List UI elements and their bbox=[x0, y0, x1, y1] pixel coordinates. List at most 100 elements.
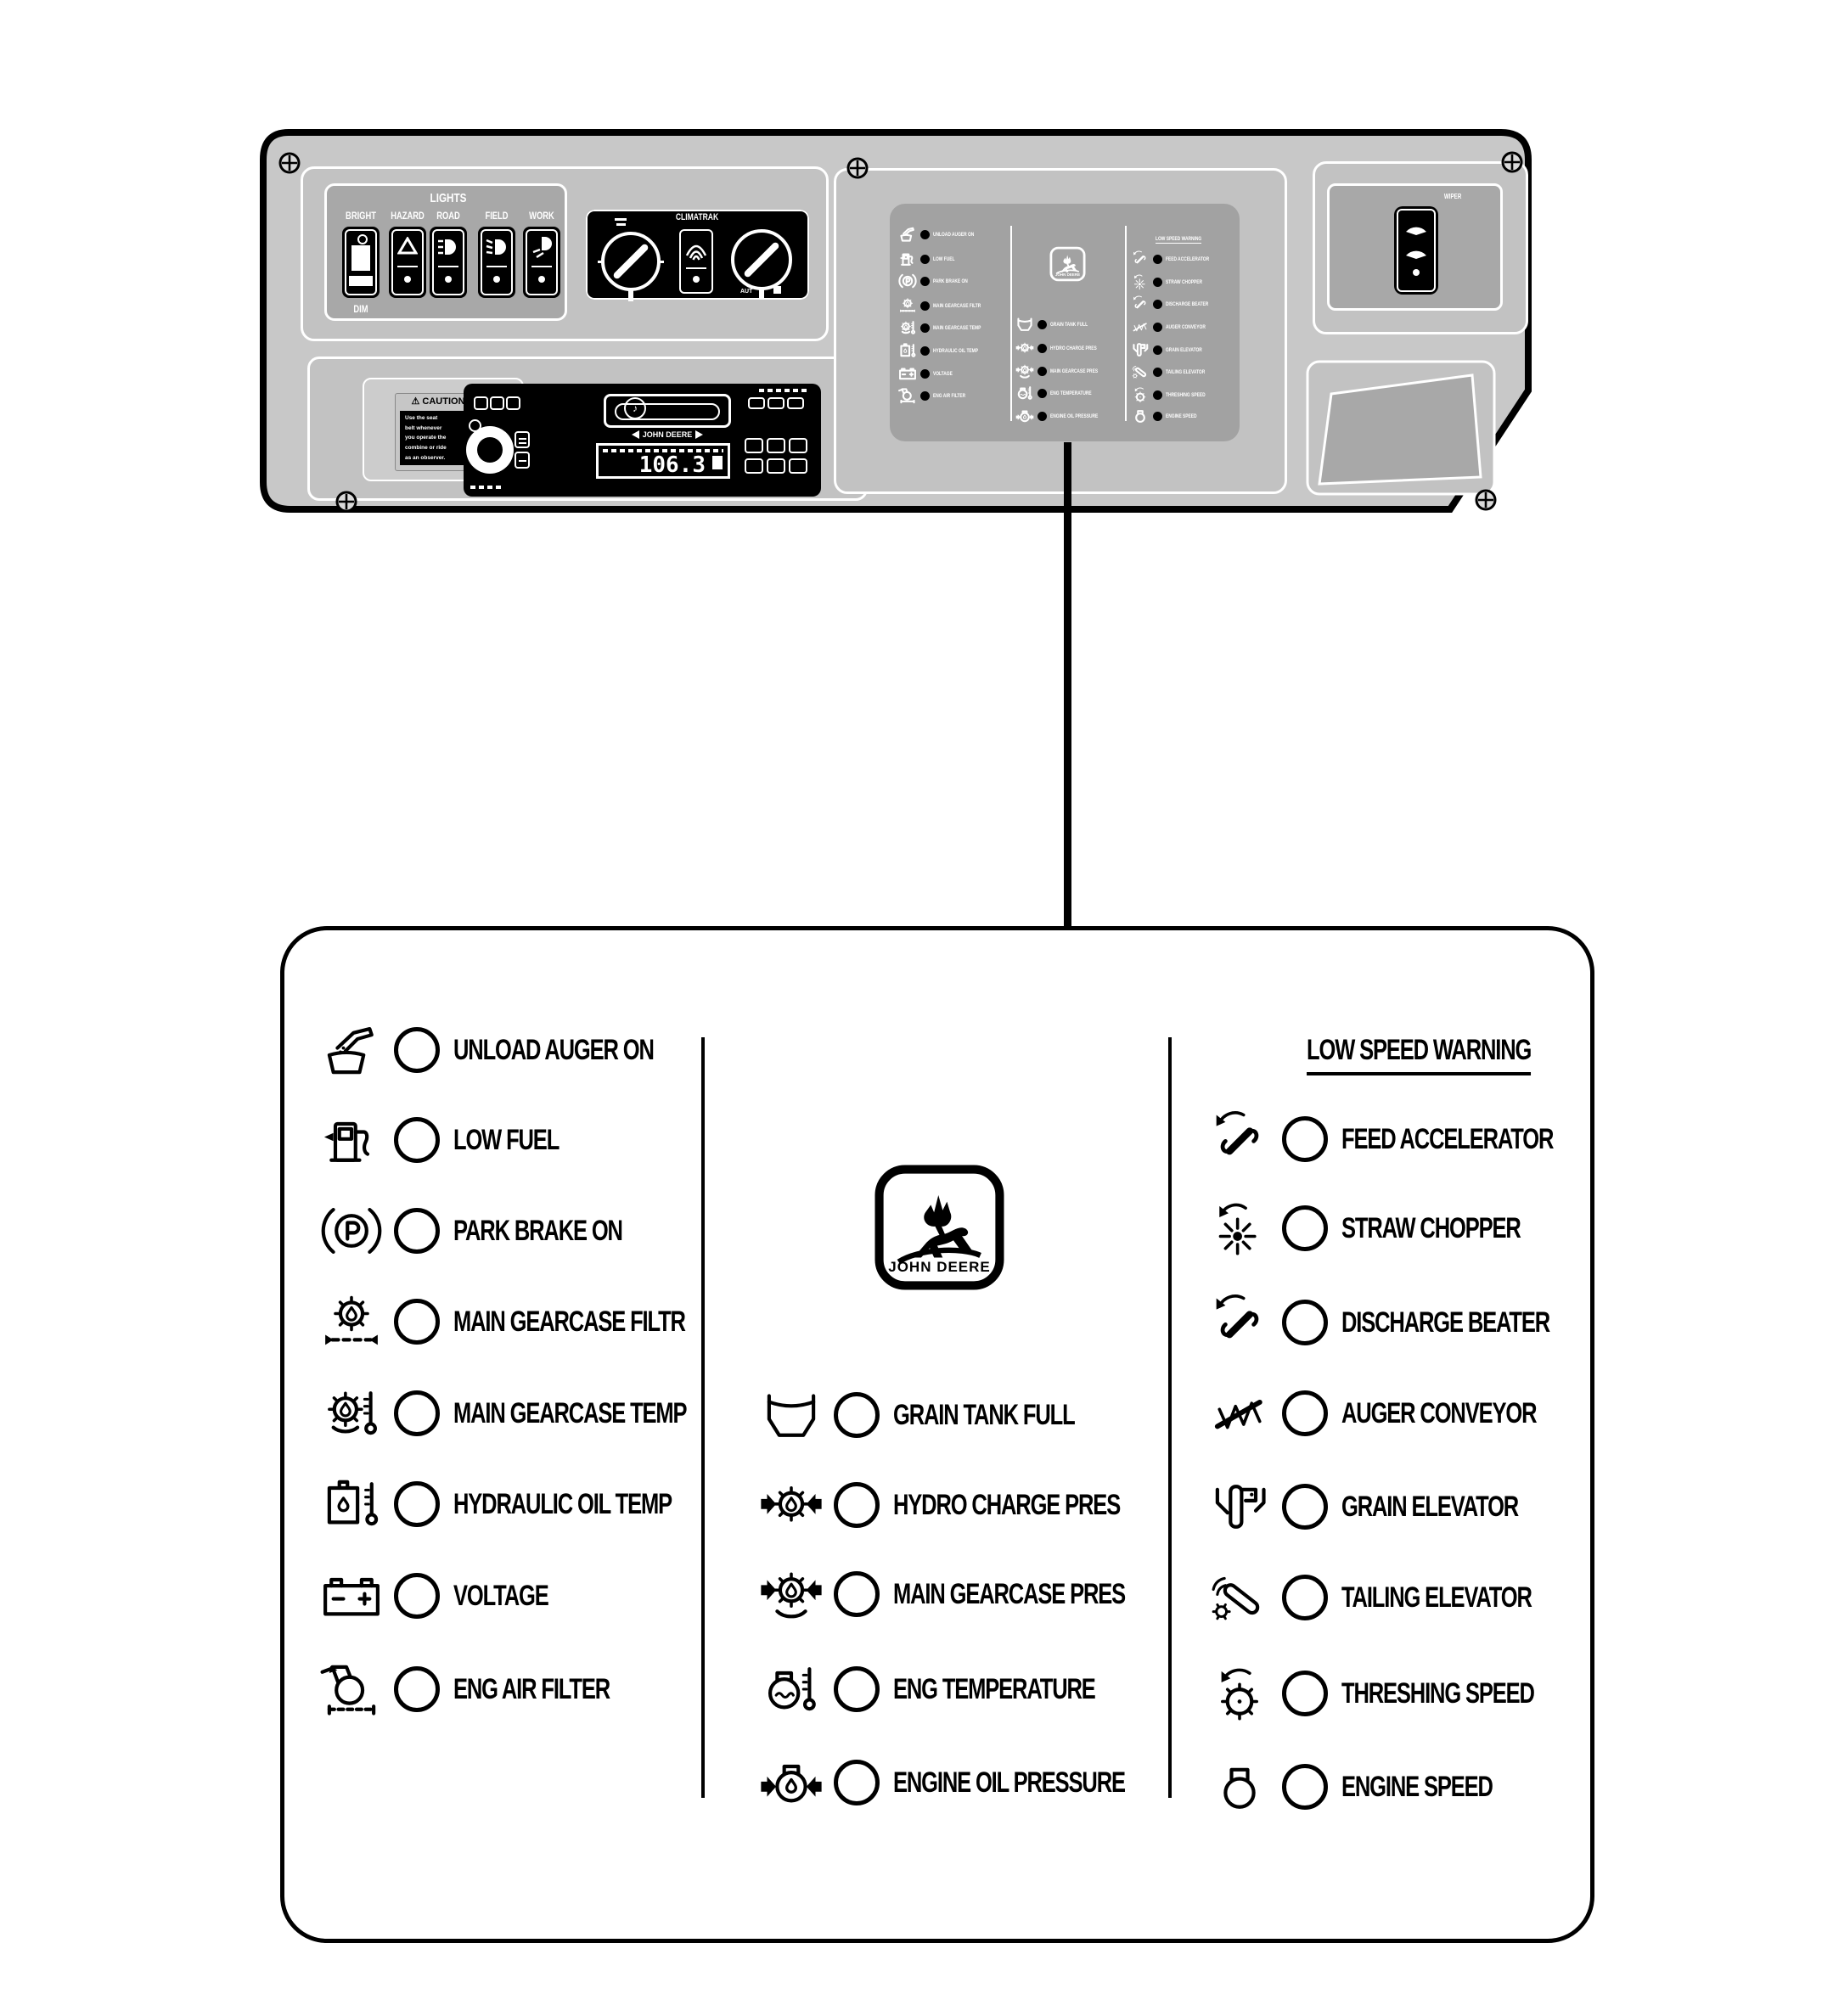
preset-button-3[interactable] bbox=[789, 438, 807, 453]
knob-tick bbox=[598, 261, 603, 263]
road-lights-switch[interactable] bbox=[430, 227, 467, 298]
banner-left-arrow-icon bbox=[631, 430, 639, 439]
preset-button-4[interactable] bbox=[745, 458, 763, 474]
item-label: DISCHARGE BEATER bbox=[1341, 1306, 1550, 1339]
defrost-icon bbox=[773, 286, 781, 294]
switch-divider bbox=[686, 267, 706, 269]
indicator-lamp bbox=[394, 1390, 440, 1436]
radio-eject-button[interactable] bbox=[515, 431, 530, 448]
climatrak-title: CLIMATRAK bbox=[675, 212, 719, 222]
hazard-switch[interactable] bbox=[389, 227, 426, 298]
mini-label: GRAIN TANK FULL bbox=[1050, 321, 1088, 328]
radio-scan-button[interactable] bbox=[787, 397, 804, 409]
mini-label: PARK BRAKE ON bbox=[933, 278, 968, 284]
switch-divider bbox=[531, 266, 552, 267]
item-label: THRESHING SPEED bbox=[1341, 1676, 1535, 1710]
hydro-charge-pressure-icon bbox=[759, 1473, 824, 1537]
switch-off-dot-icon bbox=[1413, 269, 1420, 276]
spare-panel bbox=[1306, 360, 1496, 496]
preset-button-5[interactable] bbox=[767, 458, 785, 474]
radio-clock-button[interactable] bbox=[506, 396, 520, 410]
preset-button-6[interactable] bbox=[789, 458, 807, 474]
item-label: STRAW CHOPPER bbox=[1341, 1211, 1521, 1244]
switch-inner-outline bbox=[391, 229, 424, 295]
radio-tune-button[interactable] bbox=[515, 452, 530, 469]
indicator-lamp bbox=[1282, 1390, 1328, 1436]
radio-band-button[interactable] bbox=[474, 396, 488, 410]
work-lights-switch[interactable] bbox=[523, 227, 560, 298]
banner-right-arrow-icon bbox=[695, 430, 704, 439]
indicator-lamp bbox=[920, 254, 930, 264]
blower-knob[interactable] bbox=[731, 229, 792, 299]
unload-auger-icon bbox=[898, 225, 917, 244]
main-gearcase-pressure-icon bbox=[1015, 362, 1034, 380]
knob-tick bbox=[659, 261, 664, 263]
engine-speed-icon bbox=[1207, 1755, 1272, 1819]
discharge-beater-icon bbox=[1207, 1290, 1272, 1355]
wiper-switch[interactable] bbox=[1394, 206, 1438, 295]
mini-label: HYDRAULIC OIL TEMP bbox=[933, 347, 979, 354]
item-label: AUGER CONVEYOR bbox=[1341, 1396, 1537, 1429]
straw-chopper-icon bbox=[1131, 272, 1150, 291]
hazard-triangle-icon bbox=[397, 237, 418, 255]
switch-inner-outline bbox=[481, 229, 513, 295]
mini-label: ENGINE OIL PRESSURE bbox=[1050, 413, 1099, 419]
item-label: HYDRAULIC OIL TEMP bbox=[453, 1487, 672, 1520]
cassette-door[interactable] bbox=[604, 394, 731, 428]
indicator-lamp bbox=[834, 1666, 880, 1712]
unload-auger-icon bbox=[319, 1018, 384, 1082]
wiper-panel: WIPER bbox=[1327, 183, 1503, 311]
tailing-elevator-icon bbox=[1131, 362, 1150, 381]
auto-label: AUT bbox=[740, 289, 753, 295]
fan-icon bbox=[685, 244, 707, 261]
radio-am-button[interactable] bbox=[768, 397, 784, 409]
mini-label: THRESHING SPEED bbox=[1166, 391, 1206, 398]
bright-dim-switch[interactable] bbox=[342, 227, 380, 298]
battery-icon bbox=[898, 364, 917, 383]
volume-knob[interactable] bbox=[466, 426, 514, 474]
screw-icon bbox=[1475, 489, 1497, 511]
button-glyph bbox=[519, 442, 526, 444]
indicator-lamp bbox=[394, 1666, 440, 1712]
main-gearcase-pressure-icon bbox=[759, 1562, 824, 1626]
indicator-lamp bbox=[920, 276, 930, 286]
hydro-charge-pressure-icon bbox=[1015, 339, 1034, 357]
indicator-lamp bbox=[1038, 319, 1047, 329]
volume-label-text bbox=[470, 486, 504, 489]
engine-oil-pressure-icon bbox=[1015, 407, 1034, 425]
indicator-lamp bbox=[1153, 345, 1162, 355]
item-label: MAIN GEARCASE FILTR bbox=[453, 1305, 686, 1338]
fan-rocker-switch[interactable] bbox=[677, 227, 716, 296]
radio-set-button[interactable] bbox=[748, 397, 765, 409]
preset-button-1[interactable] bbox=[745, 438, 763, 453]
indicator-lamp bbox=[394, 1117, 440, 1163]
indicator-lamp bbox=[920, 368, 930, 379]
switch-inner-outline bbox=[526, 229, 558, 295]
divider bbox=[1168, 1037, 1172, 1798]
preset-button-2[interactable] bbox=[767, 438, 785, 453]
radio-display: 106.3 bbox=[596, 443, 730, 479]
screw-icon bbox=[846, 157, 869, 179]
indicator-lamp bbox=[394, 1481, 440, 1527]
indicator-lamp bbox=[1153, 411, 1162, 421]
item-label: ENGINE OIL PRESSURE bbox=[893, 1766, 1126, 1799]
divider bbox=[1125, 226, 1127, 421]
temperature-knob[interactable] bbox=[598, 232, 664, 301]
overhead-control-console: LIGHTS BRIGHT HAZARD ROAD FIELD WORK bbox=[260, 129, 1533, 513]
radio-mode-button[interactable] bbox=[490, 396, 504, 410]
mini-label: HYDRO CHARGE PRES bbox=[1050, 345, 1097, 351]
switch-label-bright: BRIGHT bbox=[346, 210, 376, 222]
mini-label: DISCHARGE BEATER bbox=[1166, 300, 1209, 307]
temp-scale-mark bbox=[616, 223, 626, 226]
indicator-lamp bbox=[920, 323, 930, 333]
indicator-lamp bbox=[1153, 367, 1162, 377]
field-lights-switch[interactable] bbox=[478, 227, 515, 298]
threshing-speed-icon bbox=[1131, 385, 1150, 404]
screw-icon bbox=[1501, 151, 1523, 173]
field-headlight-icon bbox=[486, 239, 506, 255]
switch-inner-outline bbox=[432, 229, 464, 295]
radio-brand-text: JOHN DEERE bbox=[642, 430, 693, 439]
climate-control-panel: CLIMATRAK AUT bbox=[586, 210, 809, 301]
display-stereo-block bbox=[712, 456, 723, 469]
